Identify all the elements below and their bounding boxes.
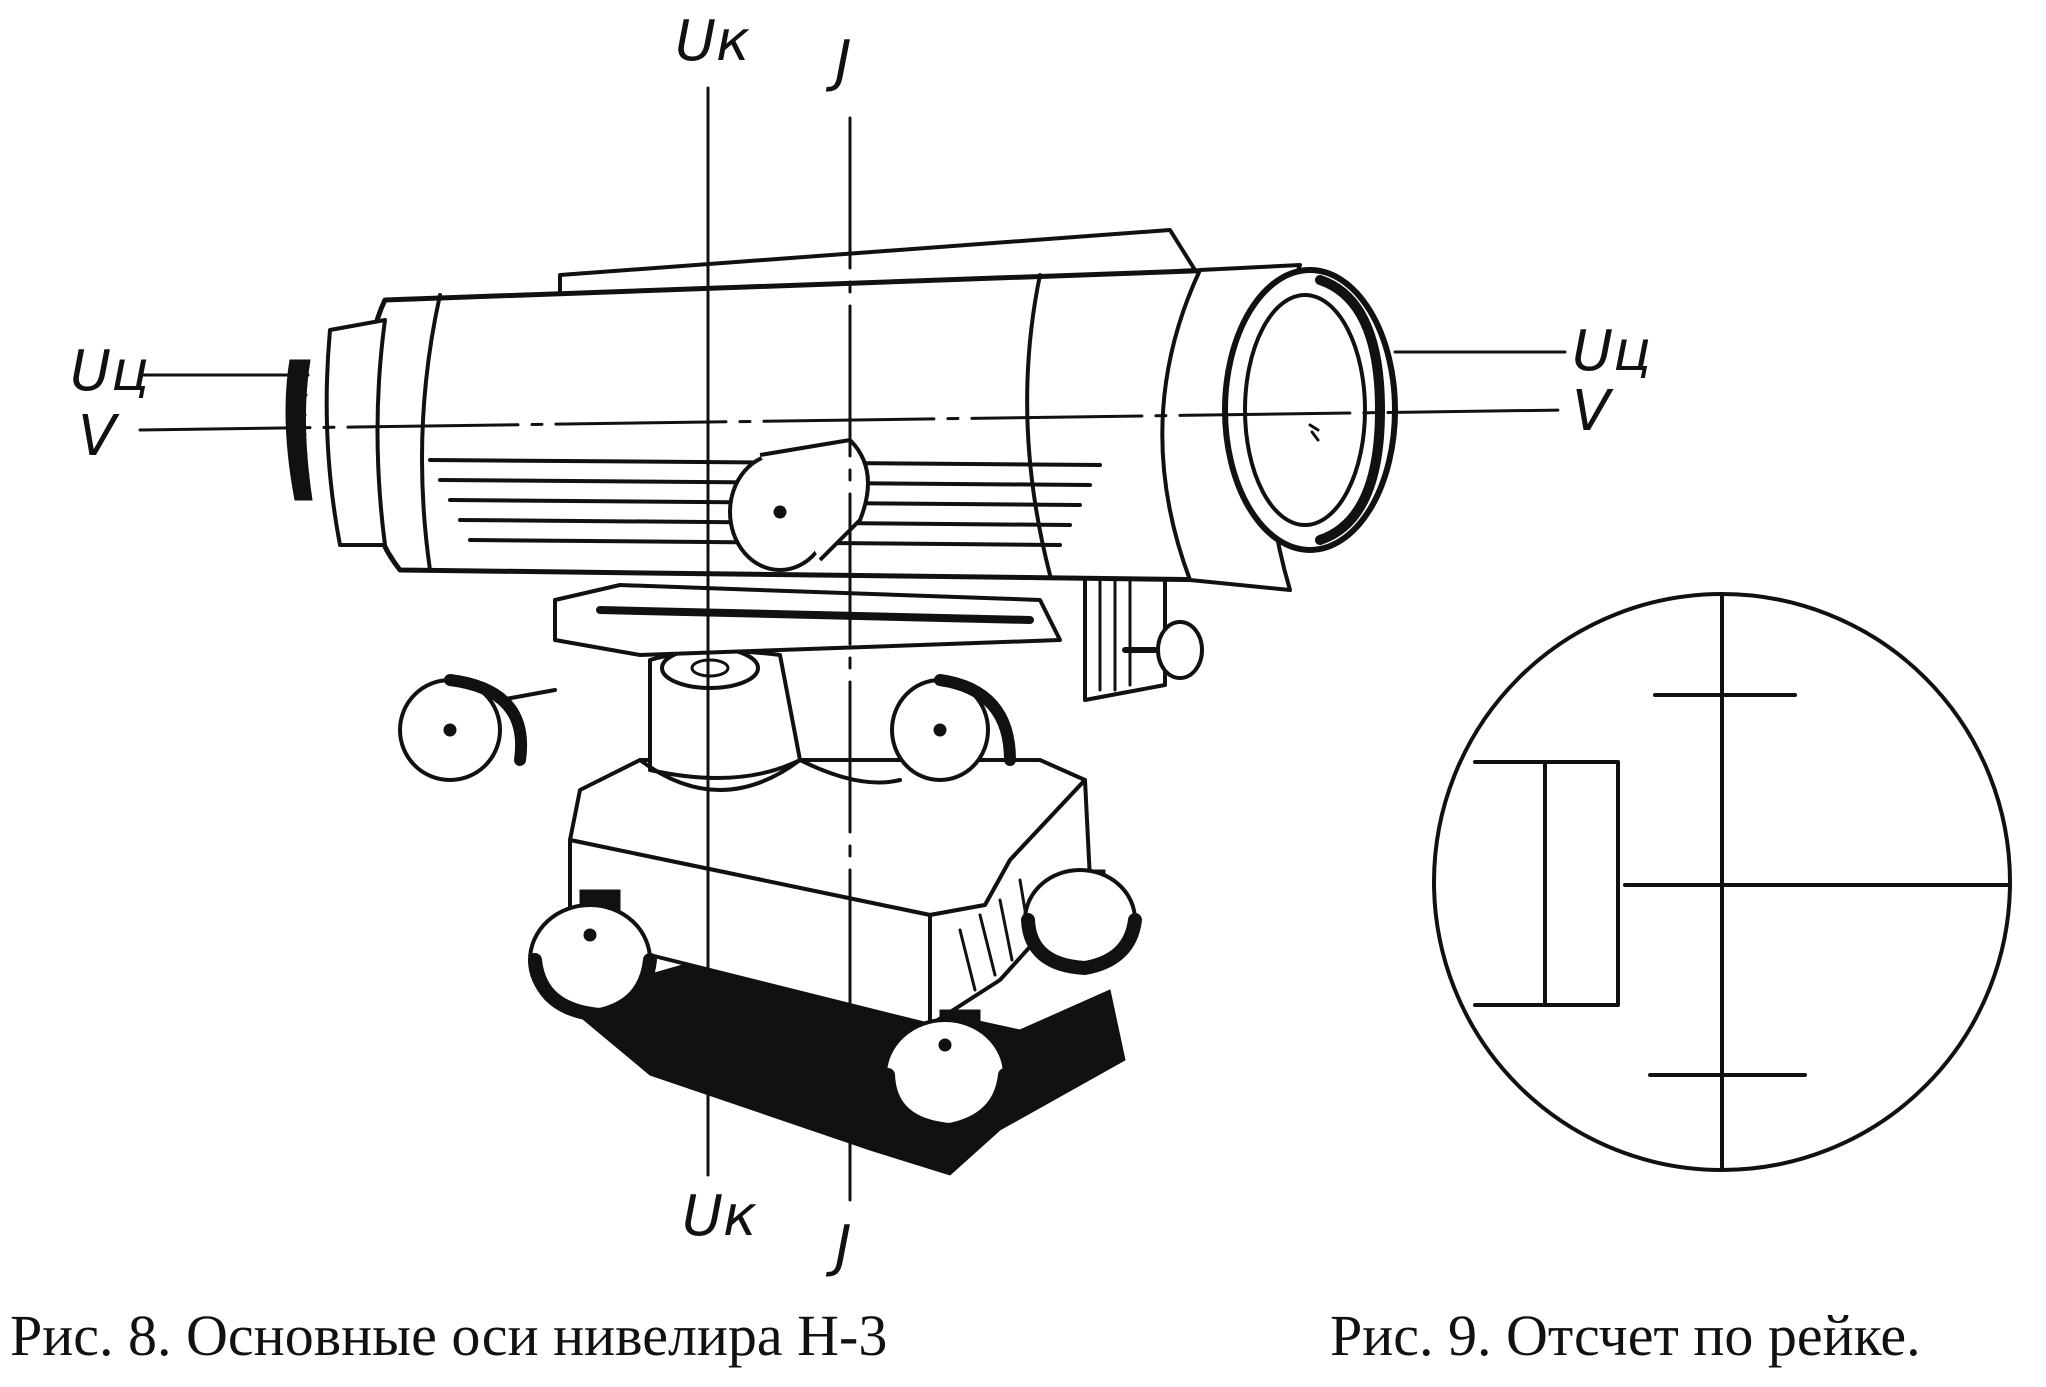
axis-v-line bbox=[138, 408, 1567, 432]
label-top-uk: Uк bbox=[675, 9, 750, 74]
left-side-knob-knurl bbox=[444, 674, 528, 766]
right-side-knob-dot bbox=[933, 723, 947, 737]
bubble-level-center bbox=[690, 658, 730, 678]
pointing-screw-knob bbox=[1156, 620, 1204, 680]
focusing-knob-barrel bbox=[759, 438, 870, 562]
level-instrument-drawing bbox=[285, 228, 1398, 1176]
eyepiece-body bbox=[324, 318, 387, 547]
objective-center-mark bbox=[1308, 423, 1320, 442]
right-bracket-hatch bbox=[1098, 568, 1132, 692]
label-bottom-uk: Uк bbox=[682, 1184, 757, 1249]
label-bottom-j: J bbox=[825, 1214, 852, 1279]
label-left-v: V bbox=[78, 404, 120, 469]
telescope-band-right bbox=[1025, 273, 1052, 577]
figure9-caption: Рис. 9. Отсчет по рейке. bbox=[1330, 1303, 1921, 1368]
left-knob-shaft bbox=[498, 688, 557, 702]
foot-screw-right bbox=[1021, 868, 1142, 975]
label-right-uc: Uц bbox=[1572, 319, 1651, 384]
eyepiece-ring bbox=[285, 359, 313, 501]
figure8-caption: Рис. 8. Основные оси нивелира Н-3 bbox=[10, 1303, 887, 1368]
tribrach-side-hatch bbox=[958, 878, 1032, 992]
objective-lens bbox=[1243, 293, 1367, 527]
upper-plate-shadow bbox=[596, 606, 1034, 624]
label-left-uc: Uц bbox=[70, 339, 149, 404]
reticle-view bbox=[1432, 592, 2012, 1172]
foot-screw-left bbox=[528, 889, 657, 1022]
left-side-knob-dot bbox=[443, 723, 457, 737]
right-side-knob-knurl bbox=[934, 674, 1016, 766]
instrument-axes bbox=[138, 86, 1567, 1202]
foot-screw-front bbox=[881, 1009, 1012, 1137]
eyepiece-knurl bbox=[288, 373, 310, 477]
telescope-band-left bbox=[420, 293, 442, 572]
upper-plate bbox=[553, 583, 1062, 657]
focusing-knob-dot bbox=[773, 505, 787, 519]
objective-knurl bbox=[1315, 275, 1385, 545]
column-arc bbox=[638, 758, 902, 792]
label-top-j: J bbox=[825, 29, 852, 94]
label-right-v: V bbox=[1572, 379, 1614, 444]
